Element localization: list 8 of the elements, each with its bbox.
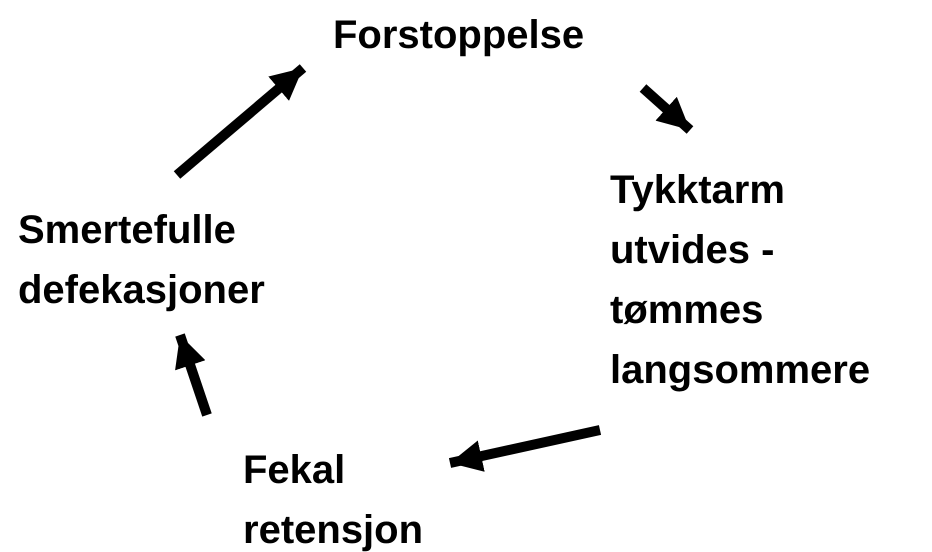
arrow (174, 64, 306, 179)
node-label: Tykktarm utvides - tømmes langsommere (610, 167, 872, 394)
arrow (448, 425, 602, 472)
arrow (175, 333, 212, 417)
node-label: Fekal retensjon (243, 447, 424, 552)
arrow (640, 84, 694, 134)
node-label: Forstoppelse (333, 12, 586, 59)
node-label: Smertefulle defekasjoner (18, 207, 266, 314)
